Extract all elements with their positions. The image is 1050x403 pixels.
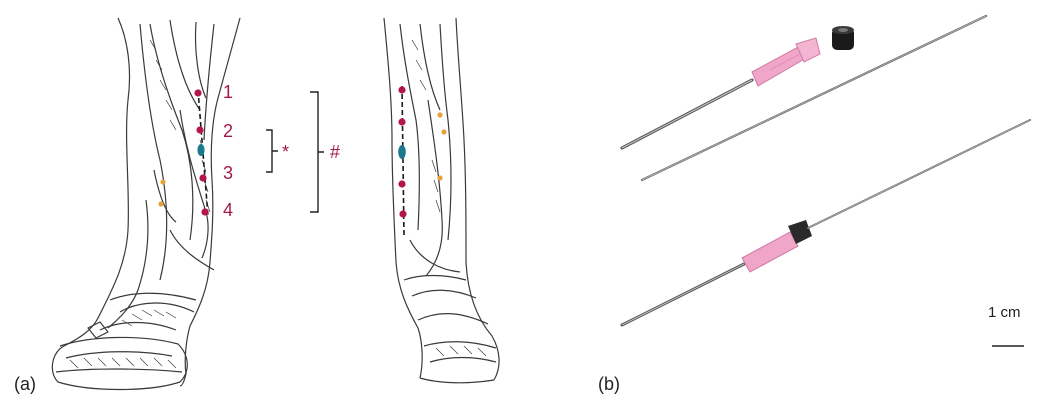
- site-marker-right: [398, 118, 405, 125]
- blue-marker-right: [398, 145, 406, 159]
- bracket-label-hash: #: [330, 142, 340, 163]
- site-marker-4: [201, 208, 208, 215]
- orange-marker: [441, 129, 446, 134]
- site-marker-2: [196, 126, 203, 133]
- orange-marker: [158, 201, 163, 206]
- orange-marker: [437, 175, 442, 180]
- blue-marker-left: [197, 144, 204, 156]
- limb-drawing-right: [384, 18, 499, 383]
- site-marker-right: [398, 86, 405, 93]
- site-label-4: 4: [223, 200, 233, 221]
- orange-marker: [437, 112, 442, 117]
- orange-marker: [160, 179, 165, 184]
- bracket-hash: [310, 92, 324, 212]
- site-label-3: 3: [223, 163, 233, 184]
- bracket-label-asterisk: *: [282, 142, 289, 163]
- bracket-asterisk: [266, 130, 278, 172]
- site-label-1: 1: [223, 82, 233, 103]
- limb-drawing-left: [52, 18, 240, 390]
- scale-bar-label: 1 cm: [988, 304, 1021, 321]
- panel-label-a: (a): [14, 374, 36, 395]
- site-label-2: 2: [223, 121, 233, 142]
- site-marker-right: [399, 210, 406, 217]
- needle-1: [622, 38, 820, 148]
- panel-label-b: (b): [598, 374, 620, 395]
- needle-2: [622, 120, 1030, 325]
- stylet-cap: [832, 26, 854, 50]
- site-marker-right: [398, 180, 405, 187]
- site-marker-3: [199, 174, 206, 181]
- site-marker-1: [194, 89, 201, 96]
